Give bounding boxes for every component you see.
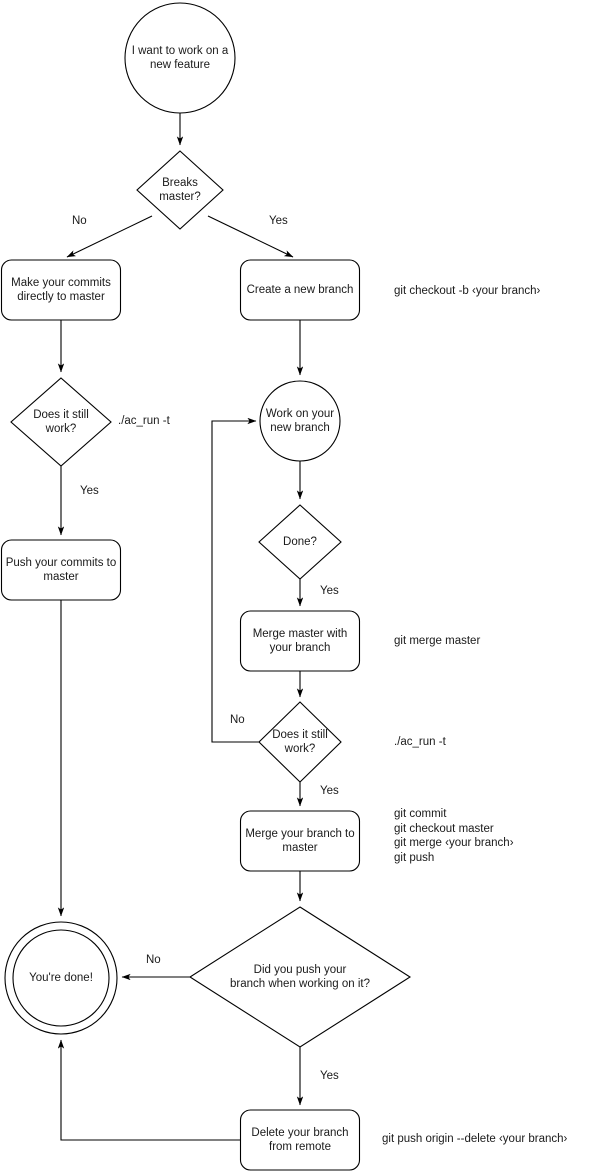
edge-breaks-to-create-branch	[207, 215, 294, 258]
edge-label-did-push-no: No	[146, 954, 161, 966]
edge-label-breaks-yes: Yes	[269, 215, 288, 227]
edge-label-still-work-left-yes: Yes	[80, 485, 99, 497]
node-push-commits-shape	[0, 539, 122, 601]
node-breaks-master-shape	[136, 150, 224, 230]
node-done-q-shape	[258, 504, 342, 580]
edge-breaks-to-commit-direct	[66, 215, 153, 258]
annotation-acrun-left: ./ac_run -t	[118, 415, 170, 427]
edge-label-still-work-right-no: No	[230, 714, 245, 726]
node-commit-direct-shape	[0, 259, 122, 321]
edge-label-done-yes: Yes	[320, 585, 339, 597]
node-youre-done-inner-shape	[12, 929, 110, 1027]
annotation-git-push-origin-delete: git push origin --delete ‹your branch›	[382, 1133, 568, 1145]
node-still-work-right-shape	[258, 701, 342, 783]
edge-label-still-work-right-yes: Yes	[320, 785, 339, 797]
edge-label-did-push-yes: Yes	[320, 1070, 339, 1082]
node-start-shape	[124, 2, 236, 114]
node-merge-to-master-shape	[239, 810, 361, 872]
edge-delete-branch-to-done	[57, 1039, 240, 1141]
annotation-acrun-right: ./ac_run -t	[394, 736, 446, 748]
node-did-you-push-shape	[188, 906, 412, 1048]
node-create-branch-shape	[239, 259, 361, 321]
annotation-git-checkout: git checkout -b ‹your branch›	[394, 285, 541, 297]
annotation-git-merge-master: git merge master	[394, 635, 481, 647]
node-still-work-left-shape	[10, 377, 112, 467]
annotation-git-commit-block: git commit git checkout master git merge…	[394, 808, 514, 864]
node-work-branch-shape	[259, 380, 341, 462]
node-merge-master-shape	[239, 610, 361, 672]
edge-still-work-right-no-loop	[211, 417, 259, 743]
edge-label-breaks-no: No	[72, 215, 87, 227]
node-delete-branch-shape	[239, 1109, 361, 1171]
